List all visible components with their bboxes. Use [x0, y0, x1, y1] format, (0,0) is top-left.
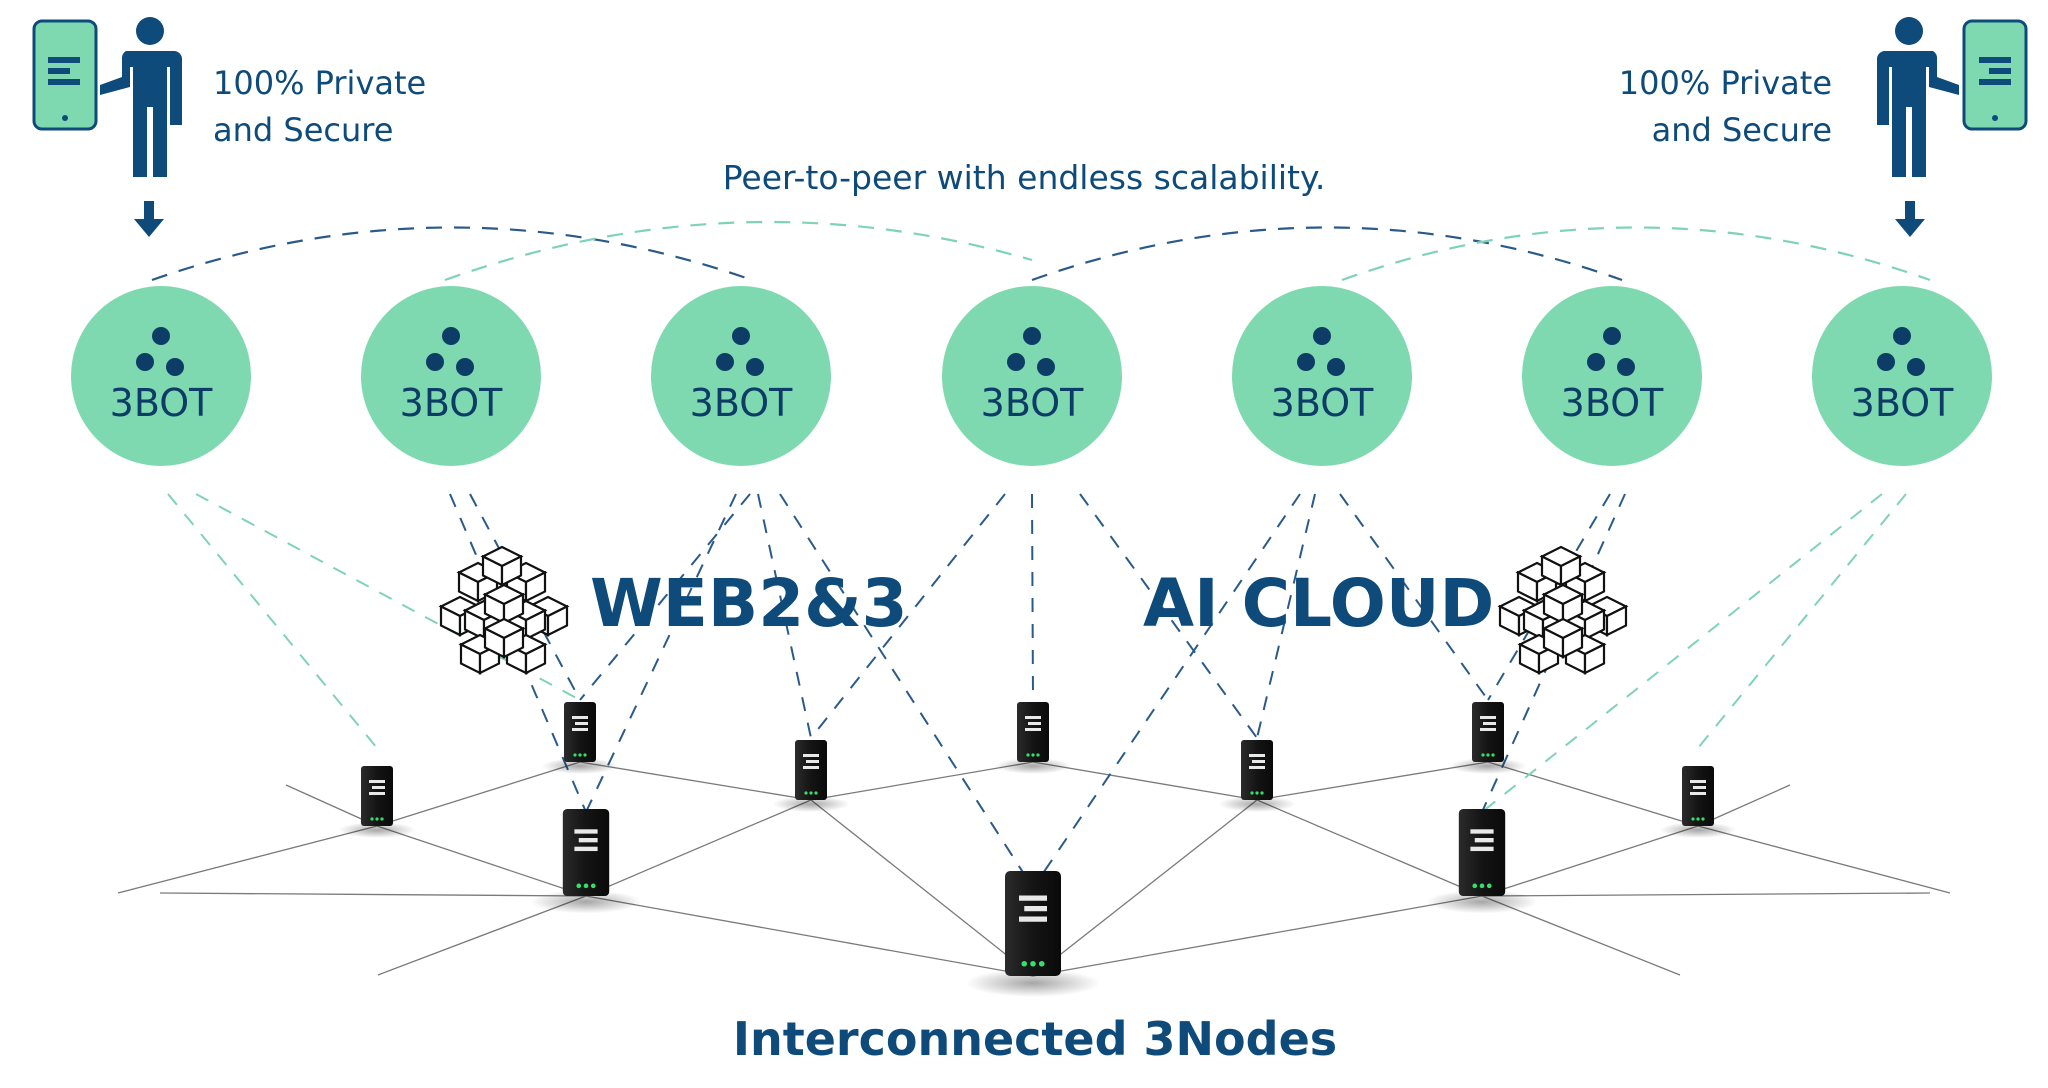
bot-row: 3BOT 3BOT 3BOT 3BOT 3BOT 3BOT 3BOT [71, 286, 1992, 466]
right-caption-line2: and Secure [1652, 111, 1832, 149]
bot-dots-icon [1297, 327, 1345, 376]
bot-label: 3BOT [110, 381, 213, 425]
bot-circle [1232, 286, 1412, 466]
bot-dots-icon [1007, 327, 1055, 376]
bot-label: 3BOT [1851, 381, 1954, 425]
left-caption-line2: and Secure [213, 111, 393, 149]
bot-circle [1522, 286, 1702, 466]
3node-server-icon [772, 740, 850, 812]
bot-5: 3BOT [1232, 286, 1412, 466]
left-user-icon [32, 17, 182, 237]
cube-cluster-left-icon [438, 545, 570, 675]
bot-dots-icon [136, 327, 184, 376]
3node-server-icon [1218, 740, 1296, 812]
node-row [338, 702, 1737, 997]
bot-label: 3BOT [690, 381, 793, 425]
bot-label: 3BOT [1271, 381, 1374, 425]
cube-cluster-right-icon [1497, 545, 1629, 675]
bot-dots-icon [1877, 327, 1925, 376]
bot-2: 3BOT [361, 286, 541, 466]
3node-server-icon [994, 702, 1072, 774]
bot-circle [71, 286, 251, 466]
bot-3: 3BOT [651, 286, 831, 466]
left-caption-line1: 100% Private [213, 64, 426, 102]
3node-server-icon [530, 809, 642, 914]
right-caption-line1: 100% Private [1619, 64, 1832, 102]
bot-7: 3BOT [1812, 286, 1992, 466]
bot-1: 3BOT [71, 286, 251, 466]
bot-node-dashed-links [167, 493, 1907, 889]
bot-dots-icon [716, 327, 764, 376]
bottom-caption: Interconnected 3Nodes [733, 1012, 1337, 1066]
bot-4: 3BOT [942, 286, 1122, 466]
bot-circle [1812, 286, 1992, 466]
bot-circle [651, 286, 831, 466]
node-mesh-lines [117, 761, 1951, 977]
web-label: WEB2&3 [590, 565, 908, 642]
bot-label: 3BOT [1561, 381, 1664, 425]
peer-arcs [151, 220, 1931, 282]
bot-label: 3BOT [981, 381, 1084, 425]
bot-circle [361, 286, 541, 466]
3node-server-icon [541, 702, 619, 774]
bot-6: 3BOT [1522, 286, 1702, 466]
right-user-icon [1877, 17, 2028, 237]
ai-cloud-label: AI CLOUD [1143, 565, 1494, 642]
bot-dots-icon [426, 327, 474, 376]
3node-server-icon [338, 766, 416, 838]
bot-label: 3BOT [400, 381, 503, 425]
peer-caption: Peer-to-peer with endless scalability. [723, 158, 1326, 197]
3node-server-icon [965, 871, 1101, 997]
3node-server-icon [1659, 766, 1737, 838]
3node-server-icon [1449, 702, 1527, 774]
3node-server-icon [1426, 809, 1538, 914]
bot-dots-icon [1587, 327, 1635, 376]
bot-circle [942, 286, 1122, 466]
